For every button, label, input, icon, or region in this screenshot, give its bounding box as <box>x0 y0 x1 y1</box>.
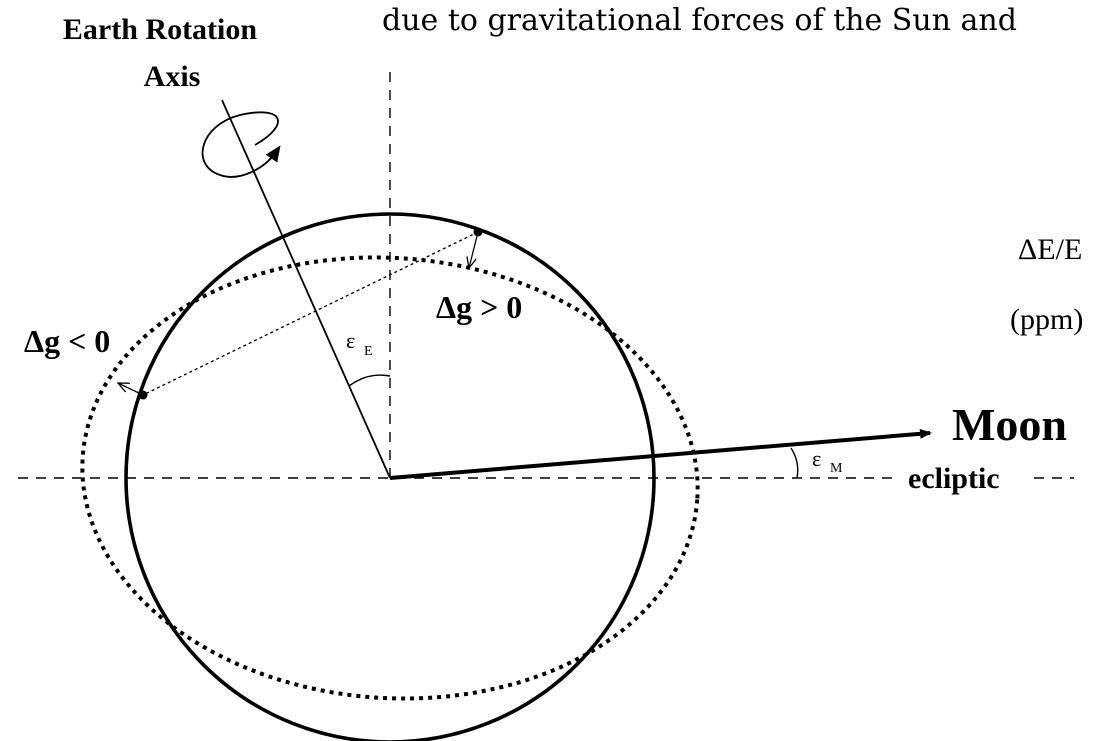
ecliptic-label: ecliptic <box>908 462 1000 495</box>
rotation-axis-line <box>221 99 391 479</box>
epsilon-e-label: ε <box>346 328 355 353</box>
tidal-bulge-ellipse <box>80 255 700 701</box>
rotation-axis-label-line2: Axis <box>144 60 201 93</box>
dotted-chord-line <box>142 231 479 396</box>
delta-g-negative-label: Δg < 0 <box>24 323 110 359</box>
earth-circle <box>124 212 656 741</box>
epsilon-m-label: ε <box>812 446 821 471</box>
epsilon-e-subscript: E <box>364 344 373 359</box>
rotation-arrow-icon <box>201 111 281 178</box>
epsilon-e-arc <box>348 374 391 387</box>
delta-g-positive-label: Δg > 0 <box>436 289 522 325</box>
epsilon-m-subscript: M <box>830 461 843 476</box>
delta-g-negative-arrow <box>118 383 144 396</box>
moon-direction-arrow <box>389 428 932 480</box>
epsilon-m-arc <box>790 447 799 479</box>
delta-e-over-e-label: ΔE/E <box>1018 233 1082 266</box>
delta-g-positive-arrow <box>469 231 479 268</box>
moon-label: Moon <box>952 399 1067 450</box>
ppm-label: (ppm) <box>1010 303 1083 336</box>
rotation-axis-label-line1: Earth Rotation <box>63 13 257 46</box>
header-text: due to gravitational forces of the Sun a… <box>382 3 1017 38</box>
